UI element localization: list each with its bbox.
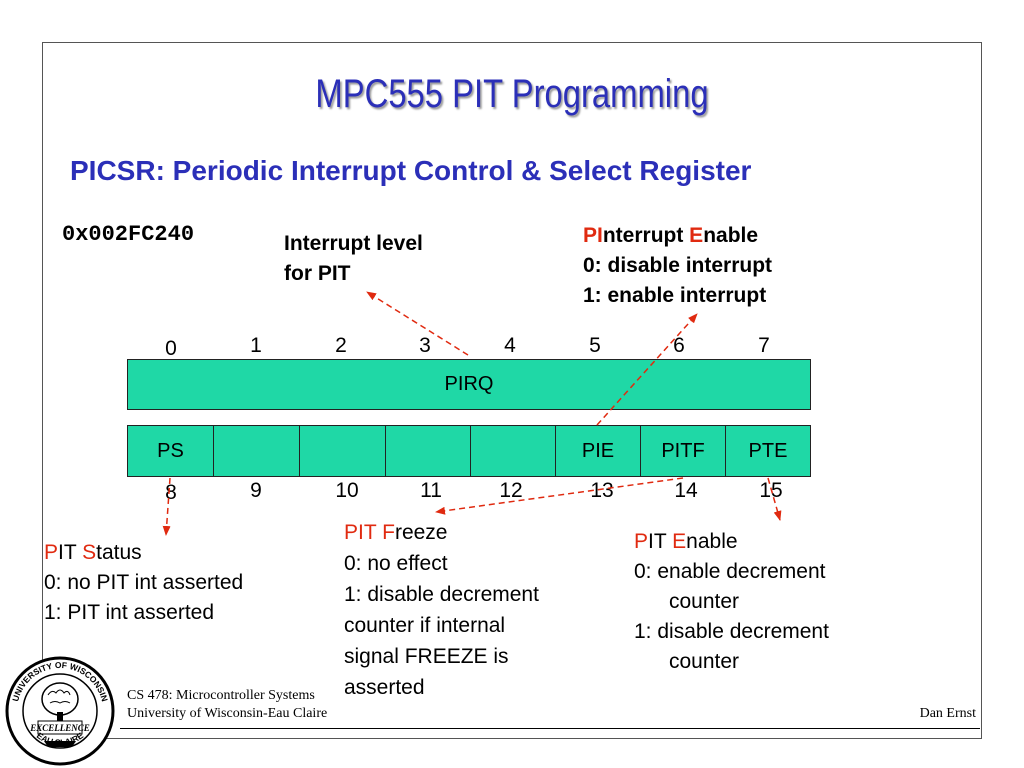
pitf-reeze: reeze [394,521,448,544]
arrow-pte-to-pte-note [767,477,782,521]
slide-frame [42,42,982,739]
bit-number-13: 13 [590,479,614,502]
pte-note-line3: counter [669,590,740,613]
ps-note-line3: 1: PIT int asserted [44,601,215,624]
arrow-ps-to-ps-note [162,477,171,536]
pte-note-line5: counter [669,650,740,673]
pte-p: P [634,530,649,553]
field-ps: PS [127,425,214,477]
field-pitf: PITF [640,425,726,477]
university-seal-logo: UNIVERSITY OF WISCONSIN EXCELLENCE EAU C… [5,656,115,766]
bit-number-6: 6 [673,334,685,357]
pte-it: IT [648,530,673,553]
ps-p: P [44,541,59,564]
field-reserved-12 [470,425,556,477]
ps-tatus: tatus [96,541,142,564]
pie-interrupt: nterrupt [602,224,690,247]
pte-note: PIT Enable 0: enable decrement counter 1… [634,527,829,677]
pie-p: PI [583,224,603,247]
bit-number-11: 11 [420,479,442,502]
pte-note-line2: 0: enable decrement [634,560,826,583]
irq-level-note: Interrupt level for PIT [284,229,423,289]
pte-note-line1: PIT Enable [634,527,829,557]
field-reserved-10 [299,425,386,477]
bit-number-1: 1 [250,334,262,357]
pie-e: E [689,224,704,247]
footer-university: University of Wisconsin-Eau Claire [127,706,328,721]
ps-it: IT [58,541,83,564]
bit-number-8: 8 [165,481,177,504]
logo-banner: EXCELLENCE [29,723,90,733]
bit-number-7: 7 [758,334,770,357]
footer-author: Dan Ernst [919,706,976,721]
pitf-note-line5: signal FREEZE is [344,645,509,668]
pitf-note-line6: asserted [344,676,425,699]
pie-nable: nable [703,224,759,247]
irq-level-line1: Interrupt level [284,232,423,255]
bit-number-3: 3 [419,334,431,357]
register-address: 0x002FC240 [62,222,195,247]
bit-number-2: 2 [335,334,347,357]
pie-note-line3: 1: enable interrupt [583,284,767,307]
pte-nable: nable [686,530,738,553]
pitf-note: PIT Freeze 0: no effect 1: disable decre… [344,517,539,703]
footer-left: CS 478: Microcontroller Systems Universi… [127,687,327,723]
ps-note-line2: 0: no PIT int asserted [44,571,244,594]
slide-title: MPC555 PIT Programming [315,72,709,116]
pitf-f: F [382,521,395,544]
footer-rule [120,728,980,729]
ps-s: S [82,541,97,564]
field-pie: PIE [555,425,641,477]
pie-note-line1: PInterrupt Enable [583,221,772,251]
bit-number-4: 4 [504,334,516,357]
ps-note-line1: PIT Status [44,538,243,568]
pitf-note-line3: 1: disable decrement [344,583,539,606]
slide-subtitle: PICSR: Periodic Interrupt Control & Sele… [70,155,752,186]
pte-note-line4: 1: disable decrement [634,620,829,643]
bit-number-12: 12 [499,479,523,502]
pitf-note-line2: 0: no effect [344,552,448,575]
bit-number-14: 14 [674,479,698,502]
bit-number-10: 10 [335,479,359,502]
pirq-field: PIRQ [127,359,811,410]
bit-number-0: 0 [165,337,177,360]
pitf-note-line1: PIT Freeze [344,517,539,548]
pie-note-line2: 0: disable interrupt [583,254,773,277]
bit-number-9: 9 [250,479,262,502]
pitf-note-line4: counter if internal [344,614,506,637]
arrow-pirq-to-irq-level [366,291,469,356]
ps-note: PIT Status 0: no PIT int asserted 1: PIT… [44,538,243,628]
bit-number-5: 5 [589,334,601,357]
pte-e: E [672,530,687,553]
pitf-pit: PIT [344,521,383,544]
arrow-pie-to-pie-note [596,313,698,426]
arrow-pitf-to-pitf-note [435,477,684,515]
pie-note: PInterrupt Enable 0: disable interrupt 1… [583,221,772,311]
field-pte: PTE [725,425,811,477]
field-reserved-9 [213,425,300,477]
irq-level-line2: for PIT [284,262,351,285]
footer-course: CS 478: Microcontroller Systems [127,688,315,703]
